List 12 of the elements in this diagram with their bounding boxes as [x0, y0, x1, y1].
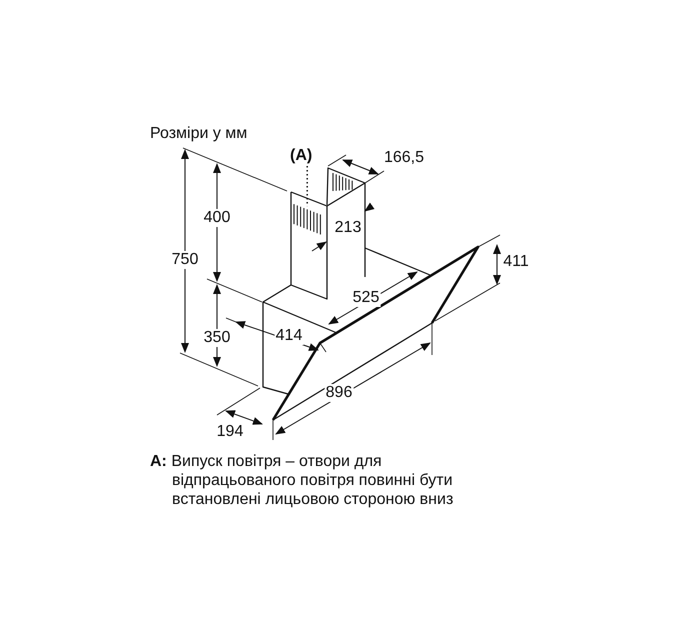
leader-line — [306, 166, 308, 206]
dimension-label: 750 — [170, 251, 200, 269]
vent-slots-drawing — [294, 204, 321, 235]
callout-label: (A) — [290, 147, 312, 165]
dimension-label: 414 — [274, 327, 304, 345]
dimension-label: 400 — [202, 209, 232, 227]
title: Розміри у мм — [150, 125, 248, 143]
note-text: A: Випуск повітря – отвори для відпрацьованого повітря повинні бути встановлені лицьовою стороною вниз — [150, 452, 454, 509]
dimension-label: 525 — [352, 289, 380, 307]
dimension-label: 166,5 — [382, 149, 426, 167]
dimension-label: 350 — [202, 329, 232, 347]
dimension-label: 896 — [324, 384, 354, 402]
